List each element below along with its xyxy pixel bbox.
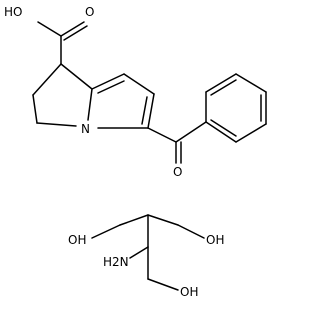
tromethamine-hydroxyl-bottom-label: OH: [180, 285, 198, 299]
bond-c8a-c8-double: [97, 80, 125, 94]
bond-top-right: [147, 214, 179, 226]
bond-cooh-co-b: [63, 25, 88, 41]
bond-ph-3: [235, 73, 267, 93]
bond-c6-co: [147, 127, 177, 143]
bond-c8a-c8: [91, 73, 125, 90]
bond-c3-n: [36, 122, 77, 127]
bond-cooh-oh: [37, 21, 62, 37]
bond-c-nh2: [129, 246, 149, 259]
bond-c2-c3: [32, 94, 38, 124]
bond-ph-6-double: [210, 119, 237, 137]
bond-bottom-oh: [147, 278, 179, 291]
ketorolac-molecule: HO O N O: [4, 5, 267, 179]
tromethamine-molecule: OH OH OH H2N: [68, 214, 224, 299]
bond-c8-c7: [123, 73, 155, 95]
tromethamine-hydroxyl-right-label: OH: [206, 233, 224, 247]
bond-ph-2: [205, 73, 237, 93]
bond-right-oh: [177, 224, 205, 239]
nitrogen-label: N: [81, 122, 90, 136]
bond-top-left: [119, 214, 149, 226]
bond-ph-2-double: [210, 79, 237, 96]
bond-c1-c2: [32, 63, 62, 96]
hydroxyl-label: HO: [4, 5, 22, 19]
amine-label: H2N: [103, 255, 129, 269]
bond-co-phenyl: [175, 121, 207, 143]
bond-c7-c6: [147, 93, 155, 129]
bond-c7-c6-double: [141, 96, 148, 125]
bond-ph-5: [235, 123, 267, 143]
bond-left-oh: [91, 224, 121, 239]
chemical-structures-drawing: HO O N O OH OH OH H2N: [4, 5, 267, 299]
structure-canvas: HO O N O OH OH OH H2N: [4, 5, 267, 299]
tromethamine-hydroxyl-left-label: OH: [68, 233, 86, 247]
bond-c8a-n: [87, 88, 93, 121]
bond-cooh-co-a: [60, 21, 85, 37]
bond-c1-c8a: [60, 63, 93, 90]
acid-carbonyl-oxygen-label: O: [85, 5, 94, 19]
bond-ph-6: [205, 121, 237, 143]
ketone-oxygen-label: O: [173, 165, 182, 179]
